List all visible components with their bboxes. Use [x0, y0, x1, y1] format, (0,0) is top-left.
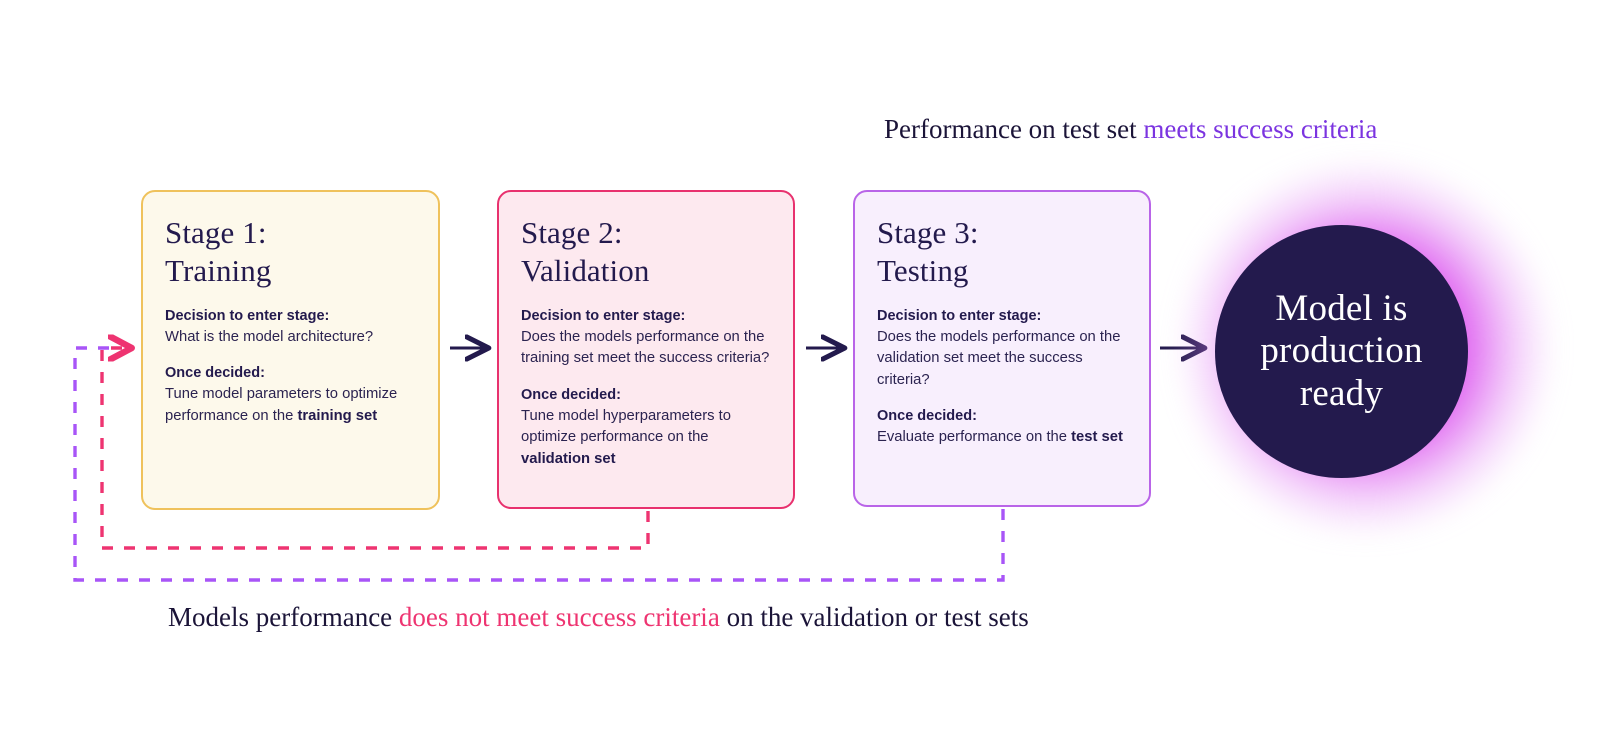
- stage-once-text-run: Tune model hyperparameters to optimize p…: [521, 407, 732, 446]
- stage-title: Stage 2: Validation: [521, 215, 650, 288]
- stage-card-training[interactable]: Stage 1: Training Decision to enter stag…: [141, 190, 440, 510]
- stage-card-testing[interactable]: Stage 3: Testing Decision to enter stage…: [853, 190, 1151, 507]
- stage-decision-text: Does the models performance on the train…: [521, 328, 770, 367]
- stage-decision-block: Decision to enter stage: Does the models…: [521, 306, 771, 370]
- stage-once-emphasis: test set: [1071, 429, 1123, 446]
- stage-title: Stage 1: Training: [165, 215, 272, 288]
- outcome-node-label: Model is production ready: [1260, 288, 1423, 414]
- stage-once-text-run: Evaluate performance on the: [877, 429, 1072, 446]
- caption-failure-suffix: on the validation or test sets: [719, 602, 1029, 632]
- stage-once-block: Once decided: Evaluate performance on th…: [877, 406, 1127, 449]
- caption-success-highlight: meets success criteria: [1143, 114, 1378, 144]
- stage-once-text: Tune model parameters to optimize perfor…: [165, 384, 416, 427]
- stage-decision-label: Decision to enter stage:: [877, 307, 1042, 324]
- stage-card-validation[interactable]: Stage 2: Validation Decision to enter st…: [497, 190, 795, 509]
- stage-decision-text: What is the model architecture?: [165, 328, 374, 345]
- outcome-node-production-ready[interactable]: Model is production ready: [1215, 225, 1468, 478]
- caption-failure-path: Models performance does not meet success…: [168, 602, 1029, 633]
- stage-decision-label: Decision to enter stage:: [165, 307, 330, 324]
- stage-once-label: Once decided:: [877, 408, 977, 425]
- stage-once-text: Evaluate performance on the test set: [877, 427, 1127, 449]
- stage-decision-label: Decision to enter stage:: [521, 307, 686, 324]
- stage-once-text-run: Tune model parameters to optimize perfor…: [165, 386, 398, 424]
- caption-failure-prefix: Models performance: [168, 602, 399, 632]
- stage-decision-block: Decision to enter stage: Does the models…: [877, 306, 1127, 392]
- stage-once-label: Once decided:: [165, 365, 265, 382]
- stage-once-emphasis: training set: [297, 407, 378, 424]
- caption-failure-highlight: does not meet success criteria: [398, 602, 720, 632]
- stage-decision-text: Does the models performance on the valid…: [877, 328, 1121, 388]
- stage-title: Stage 3: Testing: [877, 215, 979, 288]
- caption-success-prefix: Performance on test set: [884, 114, 1144, 144]
- stage-once-text: Tune model hyperparameters to optimize p…: [521, 406, 771, 471]
- caption-success-path: Performance on test set meets success cr…: [884, 114, 1377, 145]
- stage-decision-block: Decision to enter stage: What is the mod…: [165, 306, 416, 349]
- stage-once-emphasis: validation set: [521, 451, 616, 468]
- stage-once-block: Once decided: Tune model hyperparameters…: [521, 385, 771, 471]
- stage-once-label: Once decided:: [521, 386, 621, 403]
- stage-once-block: Once decided: Tune model parameters to o…: [165, 363, 416, 427]
